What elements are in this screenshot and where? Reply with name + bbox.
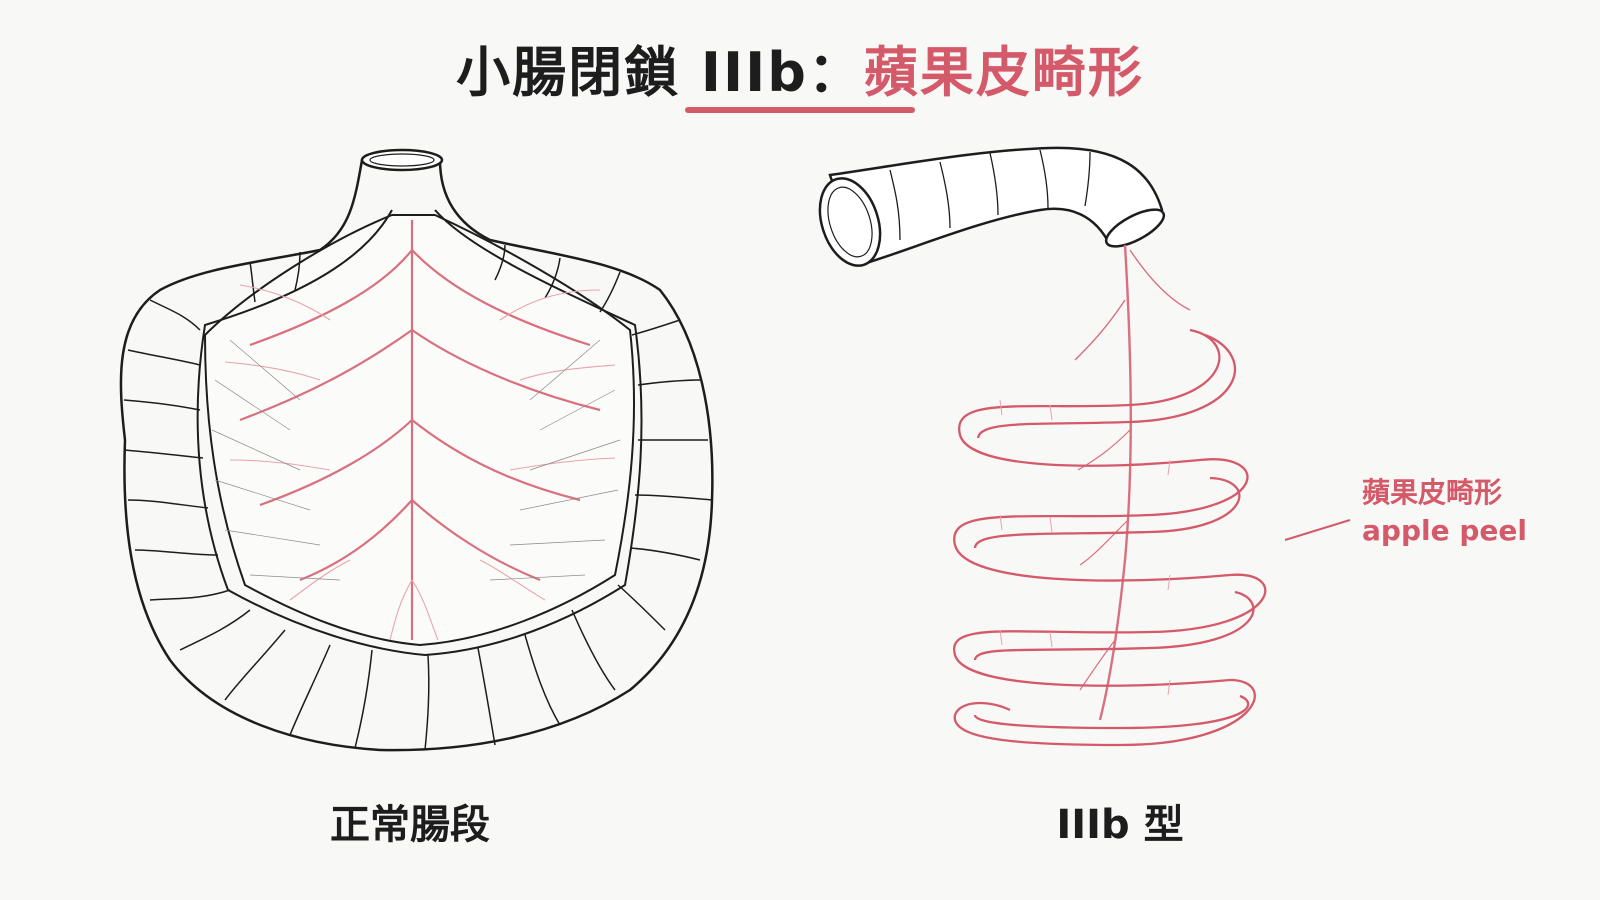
title-prefix: 小腸閉鎖 IIIb：	[456, 41, 864, 104]
apple-peel-spiral	[952, 328, 1267, 747]
normal-bowel-illustration	[119, 148, 714, 752]
normal-vessel-branches	[224, 284, 616, 641]
apple-peel-spiral-folds	[999, 399, 1171, 696]
apple-peel-illustration	[818, 146, 1351, 747]
blind-end-opening	[1104, 208, 1166, 248]
title-underline	[685, 107, 915, 113]
title-accent: 蘋果皮畸形	[863, 41, 1144, 104]
normal-bowel-lumen	[360, 148, 444, 172]
normal-bowel-folds	[123, 244, 713, 751]
label-leader-line	[1284, 519, 1351, 541]
normal-bowel-inner	[196, 209, 643, 657]
caption-normal-segment: 正常腸段	[330, 802, 490, 848]
normal-bowel-outer	[119, 159, 714, 752]
apple-peel-label-en: apple peel	[1362, 514, 1527, 547]
normal-mesentery	[203, 214, 635, 647]
proximal-bowel-folds	[889, 149, 1091, 241]
apple-peel-label-cn: 蘋果皮畸形	[1362, 476, 1503, 509]
normal-mesentery-fibers	[211, 339, 621, 581]
proximal-lumen	[818, 177, 882, 267]
apple-peel-label: 蘋果皮畸形 apple peel	[1362, 474, 1527, 550]
caption-type-iiib: IIIb 型	[1056, 802, 1184, 848]
normal-vessels	[239, 220, 601, 640]
page-title: 小腸閉鎖 IIIb：蘋果皮畸形	[0, 28, 1600, 107]
